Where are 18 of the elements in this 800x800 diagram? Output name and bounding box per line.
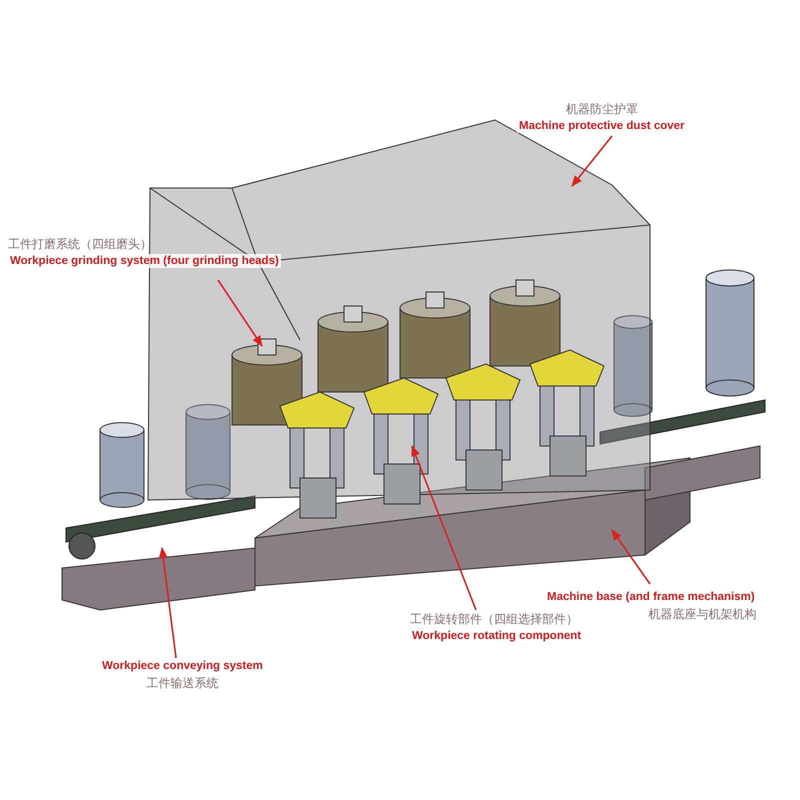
callout-label: Workpiece rotating component	[410, 629, 584, 643]
rotating-components	[279, 349, 605, 518]
leader-arrow	[411, 444, 477, 610]
callout-label: 机器防尘护罩	[566, 102, 638, 116]
callout-label: Machine base (and frame mechanism)	[545, 590, 757, 604]
leader-arrow	[217, 280, 263, 347]
callout-label: Workpiece conveying system	[100, 659, 265, 673]
callout-label: Machine protective dust cover	[517, 119, 687, 133]
leader-arrow	[611, 529, 651, 584]
leader-arrow	[158, 546, 177, 658]
callout-label: 工件输送系统	[146, 676, 218, 690]
conveyor-belt	[66, 399, 766, 560]
leader-arrow	[571, 136, 613, 187]
callout-label: Workpiece grinding system (four grinding heads)	[8, 254, 281, 268]
callout-label: 机器底座与机架机构	[648, 607, 757, 621]
callout-label: 工件旋转部件（四组选择部件）	[410, 612, 578, 626]
callout-label: 工件打磨系统（四组磨头）	[8, 237, 152, 251]
machine-base	[254, 445, 760, 587]
